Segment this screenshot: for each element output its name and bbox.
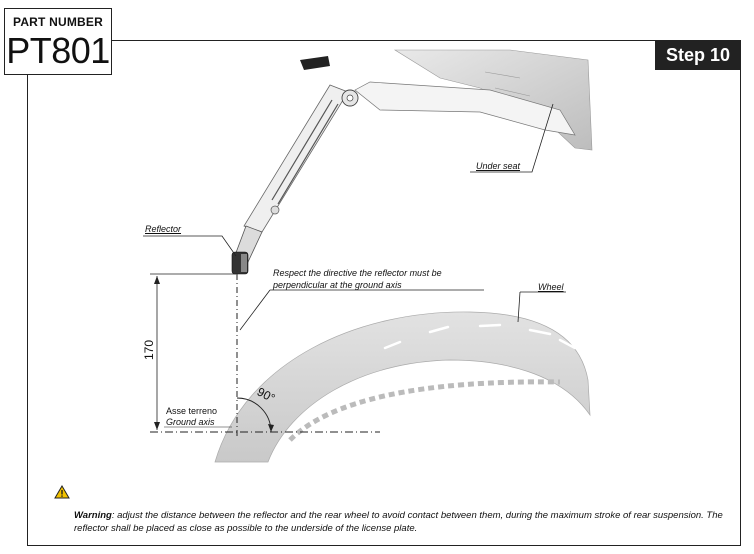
leader-wheel xyxy=(517,291,566,323)
ground-axis-label-it: Asse terreno xyxy=(166,406,218,416)
plate-arm xyxy=(243,84,349,233)
part-number: PT801 xyxy=(6,30,110,71)
warning-lead: Warning xyxy=(74,510,112,521)
directive-label-line1: Respect the directive the reflector must… xyxy=(273,268,442,278)
leader-reflector xyxy=(143,235,237,257)
reflector-label: Reflector xyxy=(145,224,182,234)
leader-under-seat xyxy=(470,103,554,173)
part-number-label: PART NUMBER xyxy=(13,15,103,29)
plate-arm-slots xyxy=(271,99,339,205)
wheel-tyre xyxy=(214,311,591,463)
ground-axis-label-en: Ground axis xyxy=(166,417,215,427)
part-number-box: PART NUMBER PT801 xyxy=(4,8,112,75)
directive-label-line2: perpendicular at the ground axis xyxy=(273,280,402,290)
warning-text: : adjust the distance between the reflec… xyxy=(74,510,723,534)
warning-triangle-icon xyxy=(54,485,70,499)
marker-light xyxy=(300,56,330,70)
step-badge: Step 10 xyxy=(655,40,741,70)
warning-note: Warning: adjust the distance between the… xyxy=(74,509,724,535)
under-seat-label: Under seat xyxy=(476,161,521,171)
tyre-sidewall-text xyxy=(288,379,561,442)
mounting-bracket xyxy=(354,81,576,136)
dimension-value: 170 xyxy=(142,339,157,361)
arm-bolt xyxy=(270,205,280,215)
step-frame xyxy=(27,40,741,546)
wheel-label: Wheel xyxy=(538,282,564,292)
leader-directive xyxy=(239,289,484,331)
tyre-tread-marks xyxy=(383,323,577,350)
arm-pivot-hole xyxy=(346,94,354,102)
under-seat-body xyxy=(393,49,593,151)
